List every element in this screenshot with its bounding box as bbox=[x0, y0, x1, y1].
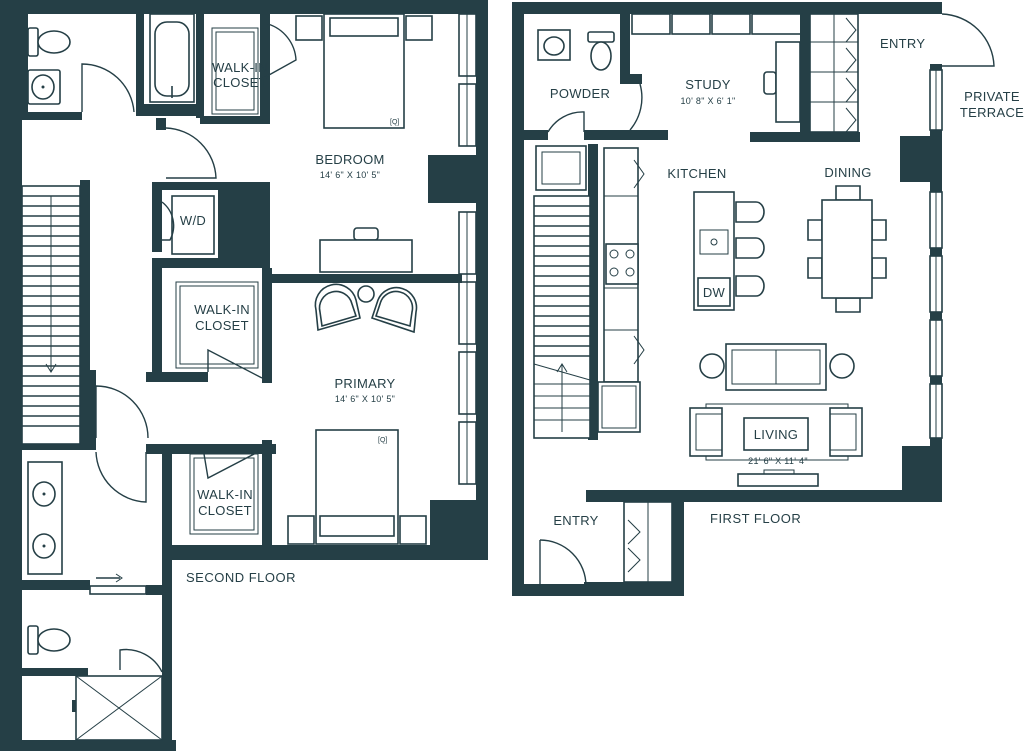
entry-closet bbox=[809, 13, 859, 133]
hall-door-swing bbox=[165, 127, 217, 179]
first-floor-stair bbox=[533, 195, 591, 439]
study-shelving bbox=[631, 13, 803, 35]
dining-label: DINING bbox=[824, 165, 871, 180]
powder-toilet bbox=[587, 31, 615, 71]
bottom-exterior-wall bbox=[162, 545, 478, 560]
sliding-door bbox=[89, 573, 147, 595]
second-floor-plan: WALK-IN CLOSET [Q] BEDROOM 14' 6" X 10' … bbox=[0, 0, 488, 751]
living-dims: 21' 6" X 11' 4" bbox=[748, 456, 808, 466]
first-floor-plan: ENTRY PRIVATE TERRACE POWDER bbox=[512, 2, 1024, 596]
armchairs bbox=[689, 407, 863, 457]
terrace-door-swing bbox=[941, 13, 995, 67]
walkin-closet-2-line1: WALK-IN bbox=[194, 302, 250, 317]
walkin-closet-1-line2: CLOSET bbox=[213, 75, 267, 90]
walkin-closet-2-line2: CLOSET bbox=[195, 318, 249, 333]
first-floor-bottom-wall bbox=[586, 490, 942, 502]
walkin-closet-1-line1: WALK-IN bbox=[212, 60, 268, 75]
kitchen-island: DW bbox=[693, 191, 735, 311]
first-floor-top-wall bbox=[512, 2, 942, 14]
powder-label: POWDER bbox=[550, 86, 610, 101]
walkin-closet-3-line1: WALK-IN bbox=[197, 487, 253, 502]
second-floor-label: SECOND FLOOR bbox=[186, 570, 296, 585]
private-terrace-line1: PRIVATE bbox=[964, 89, 1020, 104]
primary-bed: [Q] bbox=[287, 429, 427, 545]
entry-door-swing bbox=[539, 539, 587, 587]
study-dims: 10' 8" X 6' 1" bbox=[680, 96, 735, 106]
bedroom-windows bbox=[458, 13, 477, 485]
bedroom-desk bbox=[319, 227, 413, 273]
primary-label: PRIMARY bbox=[334, 376, 395, 391]
living-windows bbox=[929, 69, 943, 439]
media-console bbox=[737, 469, 819, 487]
first-floor-label: FIRST FLOOR bbox=[710, 511, 801, 526]
bathtub bbox=[149, 13, 195, 103]
double-vanity bbox=[27, 461, 63, 575]
bedroom-primary-wall bbox=[270, 274, 462, 283]
bedroom-bed: [Q] bbox=[295, 13, 433, 129]
sink-upper bbox=[27, 69, 61, 105]
bedroom-dims: 14' 6" X 10' 5" bbox=[320, 170, 380, 180]
right-exterior-wall bbox=[476, 0, 488, 560]
entry-bottom-label: ENTRY bbox=[553, 513, 598, 528]
wall-oven bbox=[535, 145, 587, 191]
lounge-chairs bbox=[314, 283, 418, 334]
bedroom-label: BEDROOM bbox=[315, 152, 384, 167]
private-terrace-line2: TERRACE bbox=[960, 105, 1024, 120]
cooktop bbox=[605, 243, 639, 285]
washer-dryer-label: W/D bbox=[180, 213, 206, 228]
study-desk bbox=[763, 41, 801, 123]
dishwasher-label: DW bbox=[703, 285, 726, 300]
fridge bbox=[597, 381, 641, 433]
top-exterior-wall bbox=[0, 0, 476, 14]
bed-marker-upper: [Q] bbox=[390, 119, 399, 126]
study-label: STUDY bbox=[685, 77, 731, 92]
bed-marker-lower: [Q] bbox=[378, 437, 387, 444]
walkin-closet-3-line2: CLOSET bbox=[198, 503, 252, 518]
entry-closet-bottom bbox=[623, 501, 673, 583]
shower bbox=[72, 675, 163, 741]
primary-dims: 14' 6" X 10' 5" bbox=[335, 394, 395, 404]
closet-door-swing bbox=[259, 23, 297, 81]
first-floor-left-wall bbox=[512, 2, 524, 596]
toilet-upper bbox=[27, 27, 71, 57]
island-stools bbox=[735, 201, 765, 297]
dining-table bbox=[807, 185, 887, 313]
kitchen-label: KITCHEN bbox=[667, 166, 726, 181]
living-sofa bbox=[699, 343, 855, 391]
second-floor-stair bbox=[21, 185, 81, 445]
washer-dryer: W/D bbox=[161, 195, 215, 255]
powder-sink bbox=[537, 29, 571, 61]
entry-top-label: ENTRY bbox=[880, 36, 925, 51]
living-label: LIVING bbox=[754, 427, 798, 442]
coffee-table bbox=[743, 417, 809, 451]
bath-door-swing bbox=[81, 63, 135, 113]
toilet-lower bbox=[27, 625, 71, 655]
